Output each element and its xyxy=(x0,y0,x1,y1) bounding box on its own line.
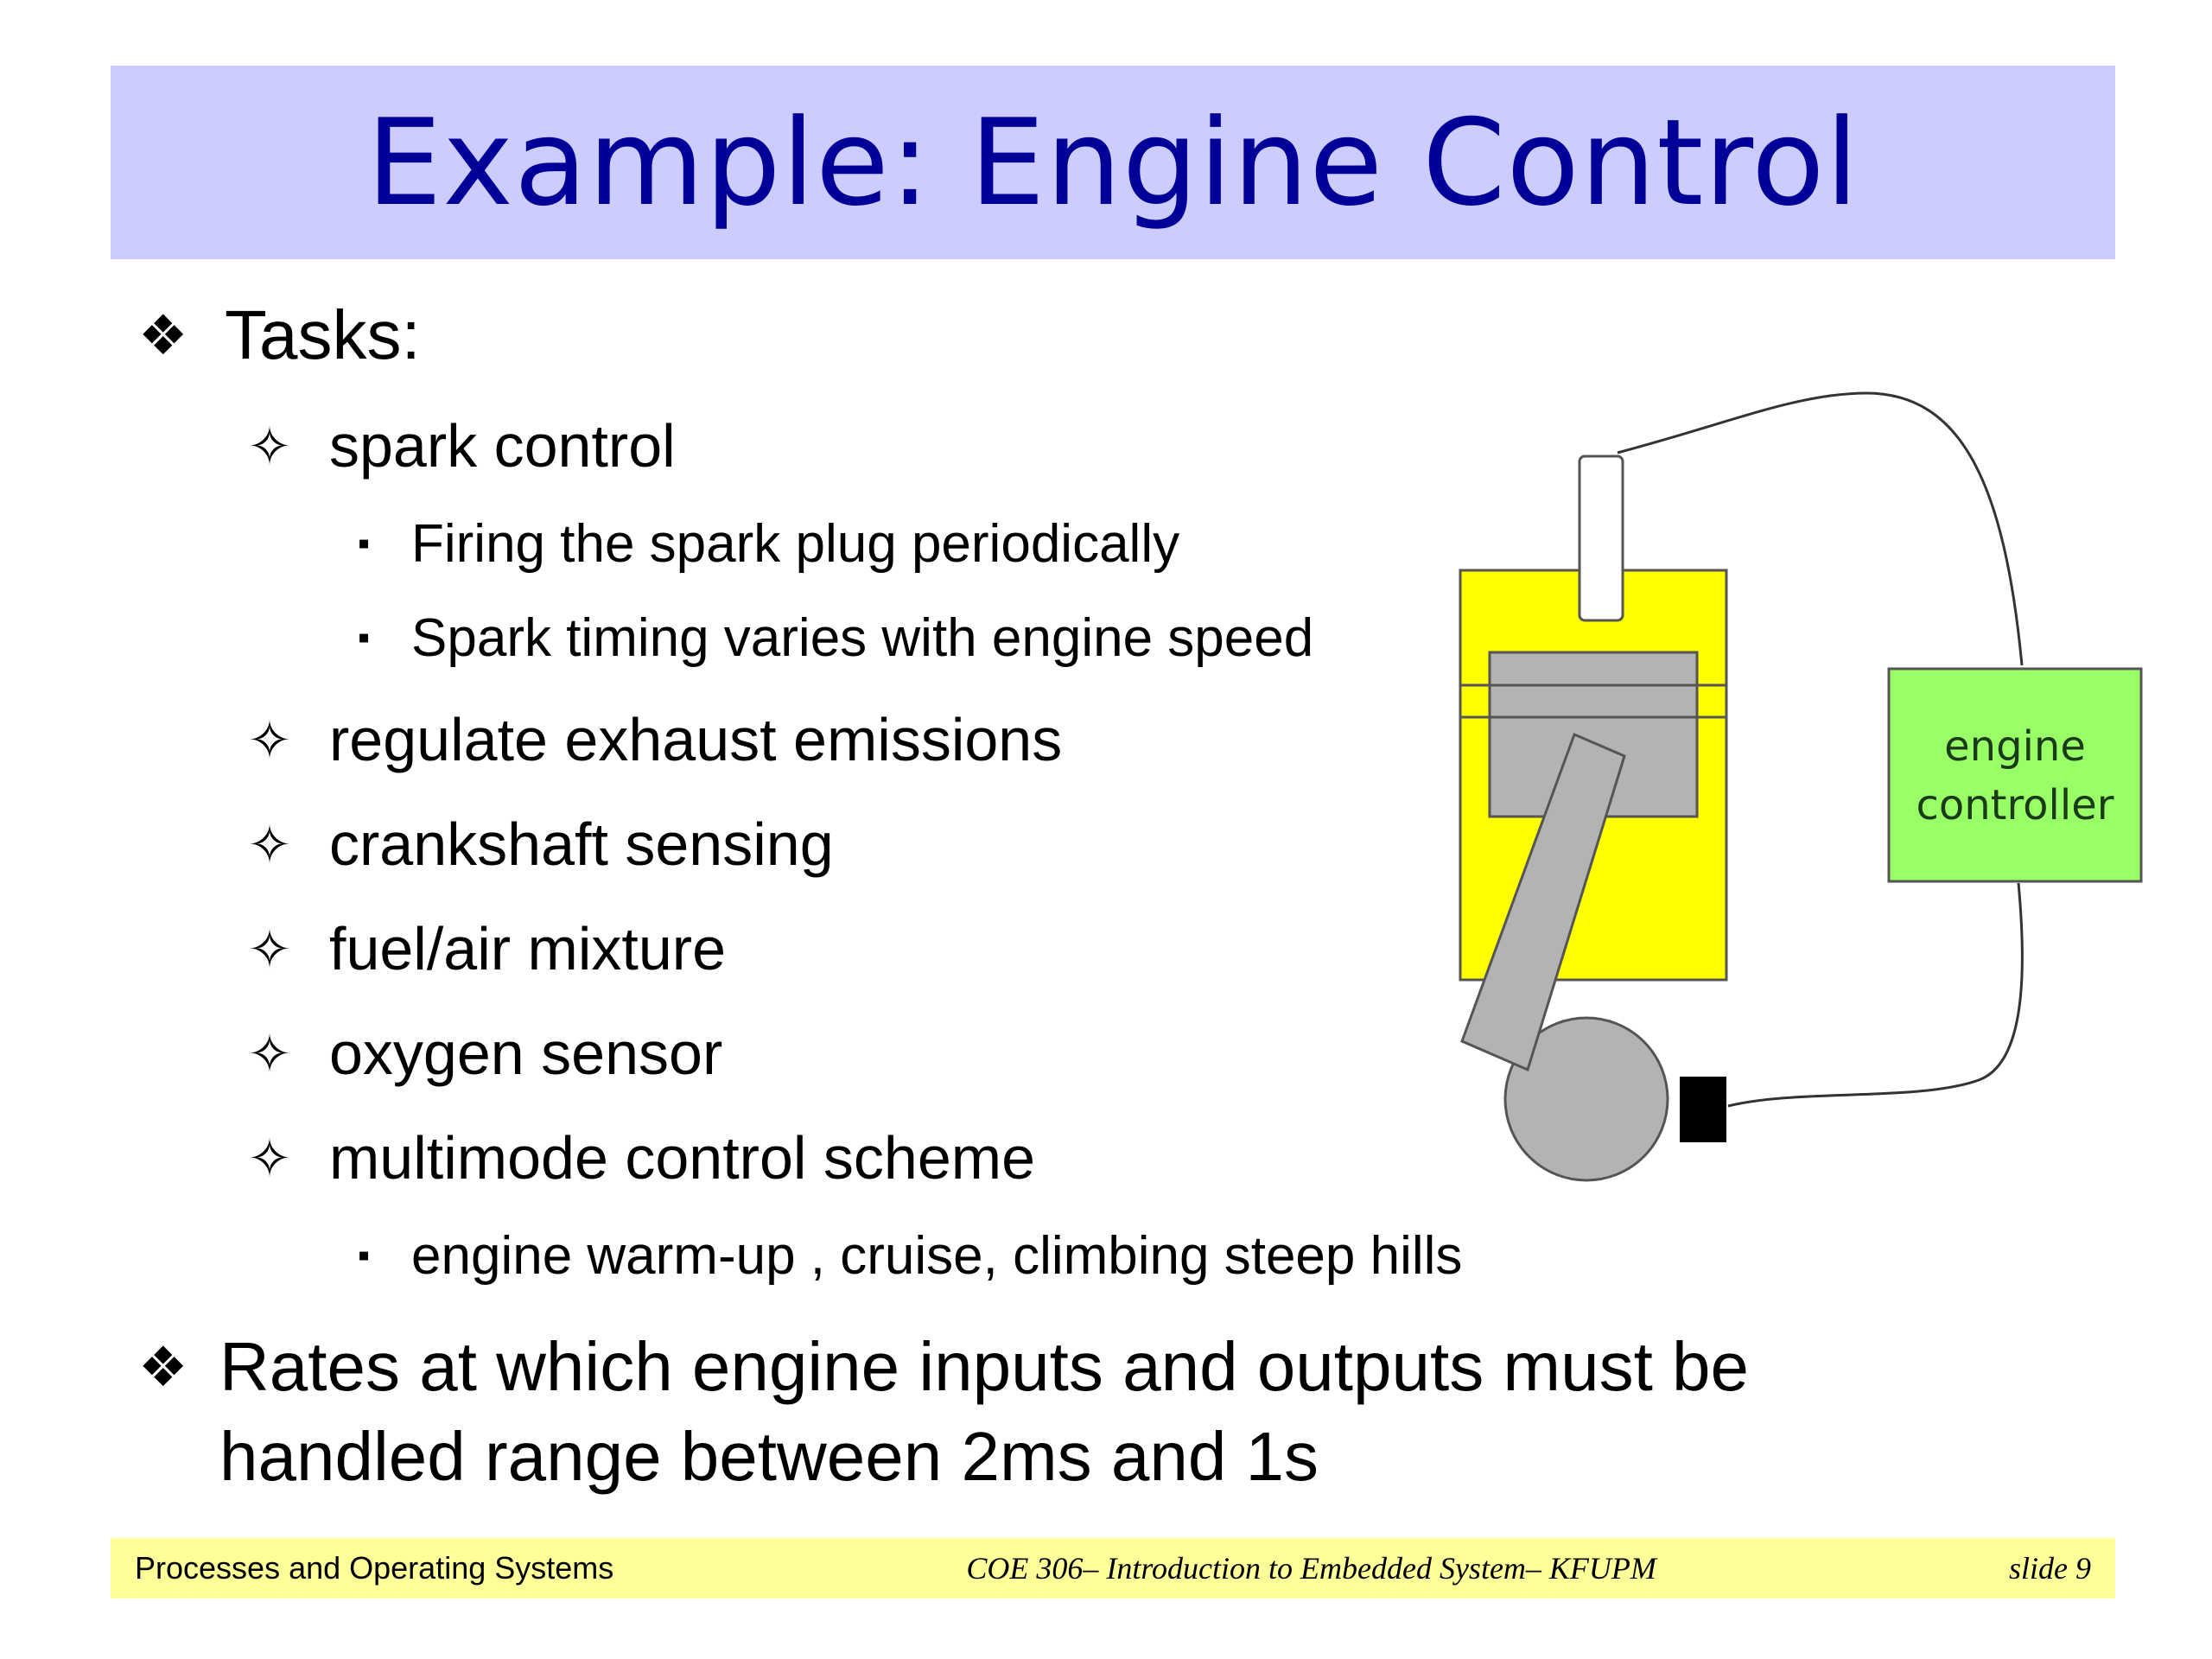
task-item: ✧ regulate exhaust emissions xyxy=(247,705,1062,774)
sparkle-bullet-icon: ✧ xyxy=(247,919,292,980)
task-item: ✧ fuel/air mixture xyxy=(247,914,726,983)
bullet-rates: ❖ Rates at which engine inputs and outpu… xyxy=(138,1322,1953,1502)
tasks-label: Tasks: xyxy=(225,296,421,373)
spark-plug xyxy=(1578,454,1624,622)
square-bullet-icon: ▪ xyxy=(358,524,371,563)
sparkle-bullet-icon: ✧ xyxy=(247,1024,292,1084)
subtask-item: ▪ engine warm-up , cruise, climbing stee… xyxy=(358,1225,1462,1287)
spark-wire xyxy=(1617,391,2024,666)
connecting-rod xyxy=(1460,732,1626,1072)
crankshaft-wheel xyxy=(1503,1016,1669,1182)
title-bar: Example: Engine Control xyxy=(111,66,2115,259)
sparkle-bullet-icon: ✧ xyxy=(247,815,292,875)
crank-sensor xyxy=(1680,1077,1726,1142)
square-bullet-icon: ▪ xyxy=(358,1236,371,1274)
task-label: oxygen sensor xyxy=(329,1020,723,1087)
diamond-bullet-icon: ❖ xyxy=(138,1336,188,1398)
task-item: ✧ spark control xyxy=(247,411,676,480)
bullet-tasks: ❖ Tasks: xyxy=(138,296,421,375)
footer-course-topic: Processes and Operating Systems xyxy=(135,1550,614,1586)
task-label: crankshaft sensing xyxy=(329,810,834,878)
task-label: multimode control scheme xyxy=(329,1124,1035,1192)
subtask-label: engine warm-up , cruise, climbing steep … xyxy=(411,1226,1463,1286)
square-bullet-icon: ▪ xyxy=(358,619,371,657)
sparkle-bullet-icon: ✧ xyxy=(247,1128,292,1189)
subtask-item: ▪ Firing the spark plug periodically xyxy=(358,513,1179,575)
task-item: ✧ crankshaft sensing xyxy=(247,810,834,879)
engine-controller xyxy=(1887,667,2143,883)
subtask-item: ▪ Spark timing varies with engine speed xyxy=(358,607,1313,669)
sparkle-bullet-icon: ✧ xyxy=(247,416,292,477)
task-label: spark control xyxy=(329,412,676,480)
task-item: ✧ multimode control scheme xyxy=(247,1123,1035,1192)
slide-title: Example: Engine Control xyxy=(366,92,1859,232)
sparkle-bullet-icon: ✧ xyxy=(247,710,292,771)
controller-label-line2: controller xyxy=(1916,781,2114,830)
subtask-label: Spark timing varies with engine speed xyxy=(411,608,1314,668)
task-label: fuel/air mixture xyxy=(329,915,727,982)
sensor-wire xyxy=(1727,882,2024,1108)
rates-text: Rates at which engine inputs and outputs… xyxy=(219,1322,1749,1502)
rates-line-1: Rates at which engine inputs and outputs… xyxy=(219,1328,1749,1405)
rates-line-2: handled range between 2ms and 1s xyxy=(219,1418,1319,1495)
footer-course-title: COE 306– Introduction to Embedded System… xyxy=(966,1551,1656,1586)
controller-label-line1: engine xyxy=(1944,722,2086,771)
diamond-bullet-icon: ❖ xyxy=(138,303,188,366)
task-label: regulate exhaust emissions xyxy=(329,706,1063,773)
footer-bar: Processes and Operating Systems COE 306–… xyxy=(111,1538,2115,1599)
subtask-label: Firing the spark plug periodically xyxy=(411,514,1180,574)
footer-slide-number: slide 9 xyxy=(2009,1551,2091,1586)
task-item: ✧ oxygen sensor xyxy=(247,1019,722,1088)
